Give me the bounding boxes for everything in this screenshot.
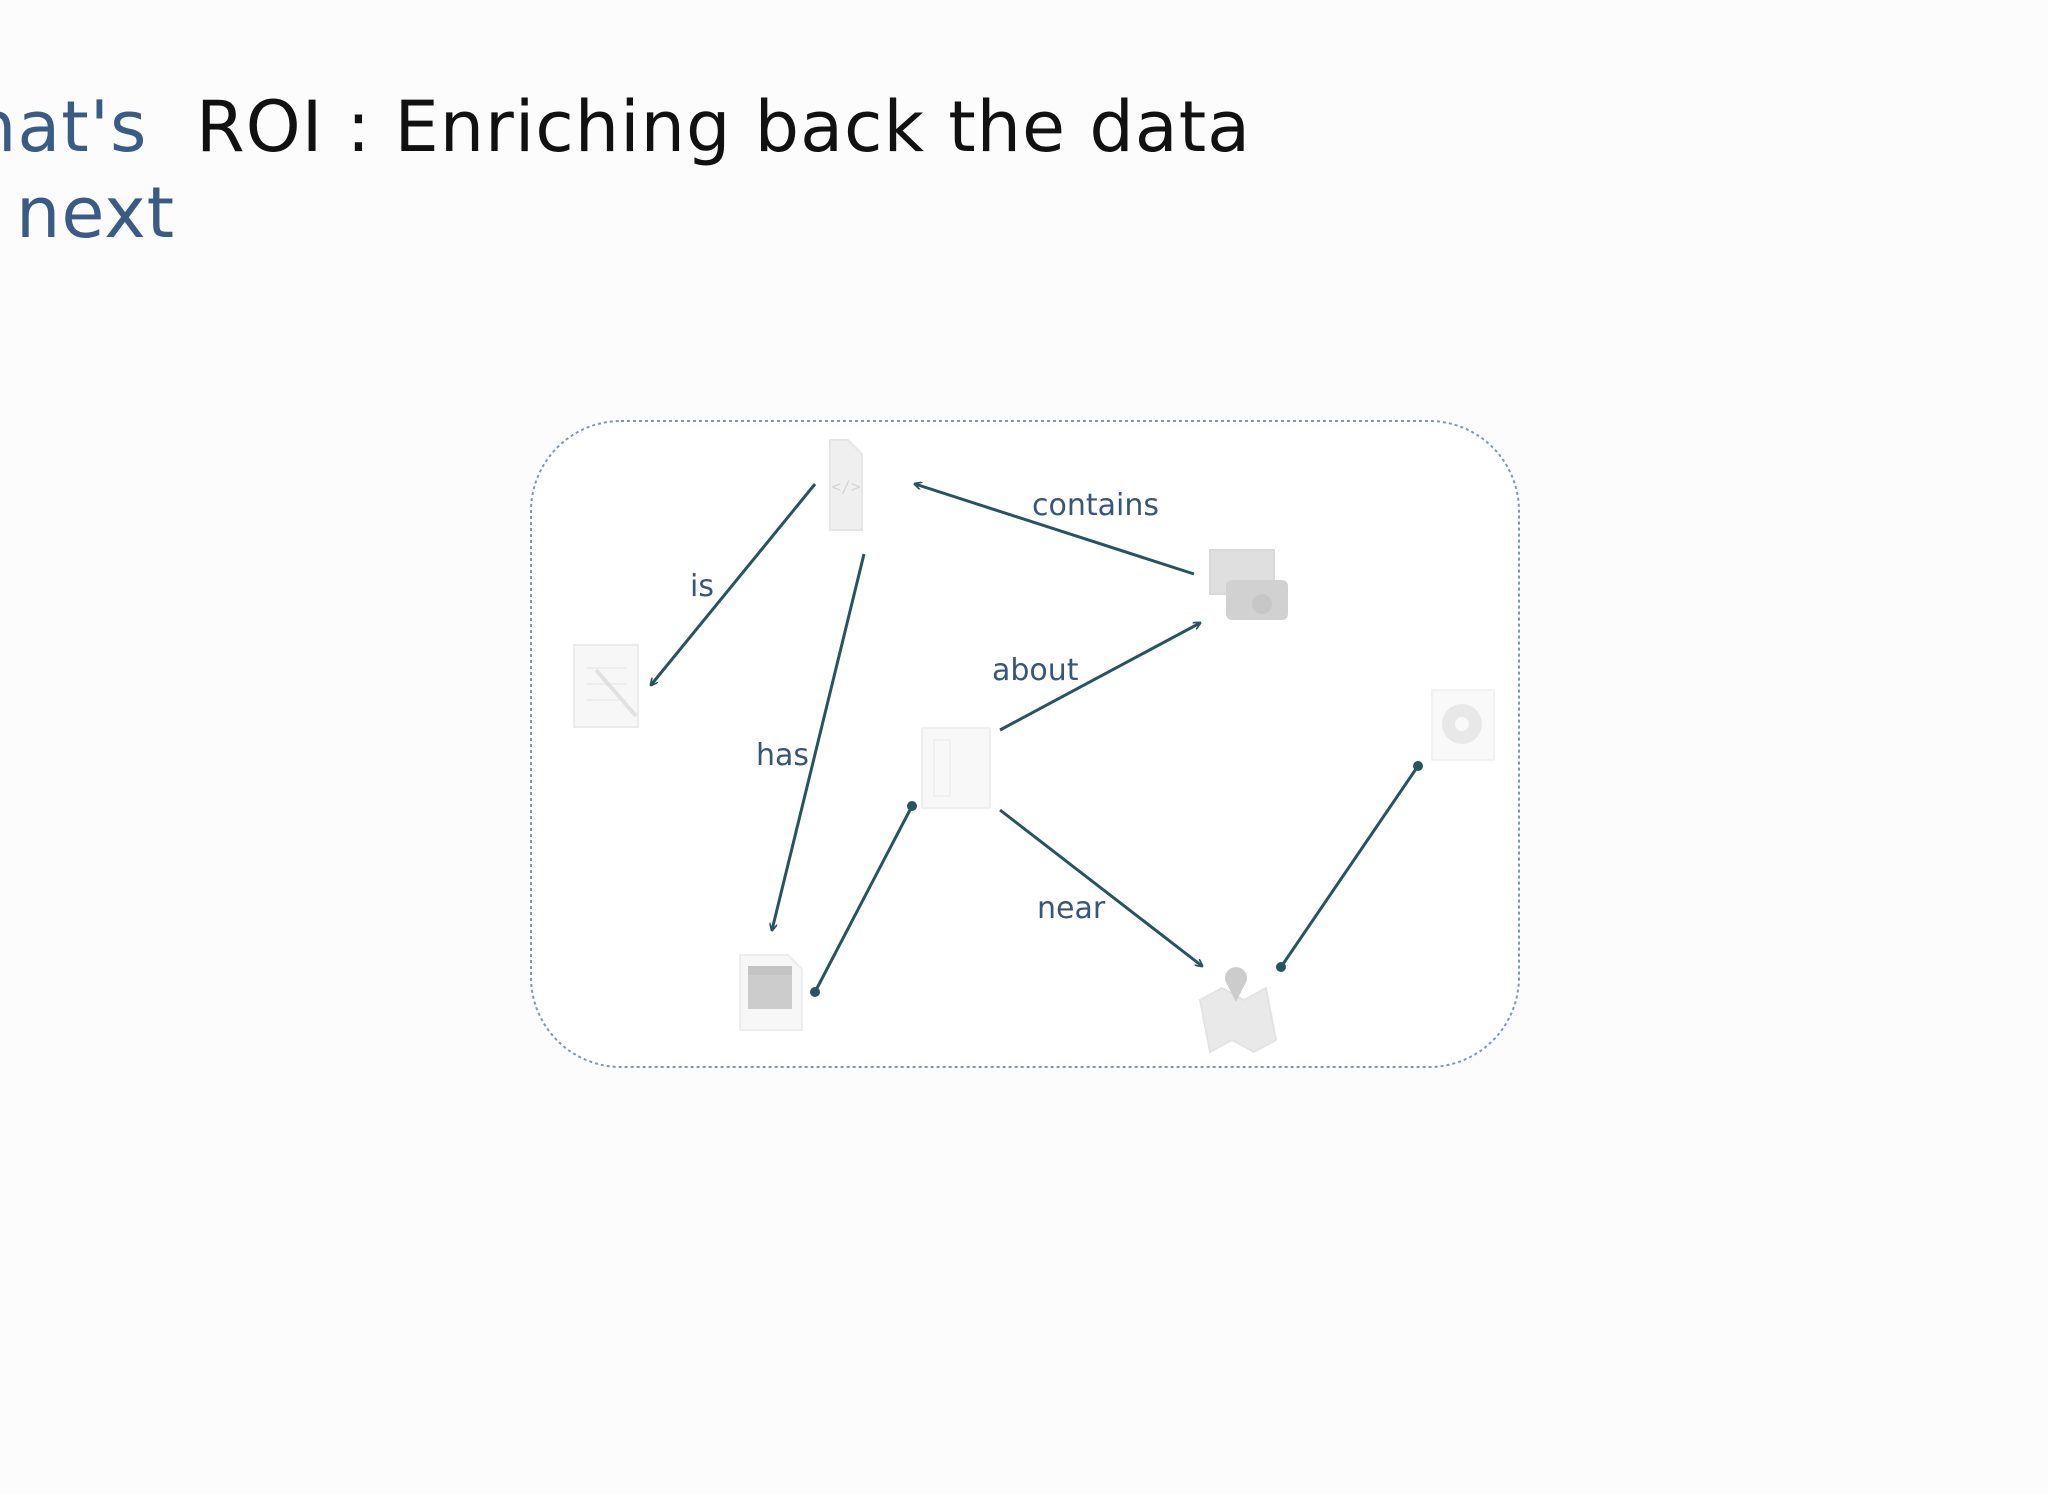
edge-label-has: has: [756, 738, 809, 773]
edge-label-about: about: [992, 653, 1079, 688]
edge-about: [999, 623, 1200, 732]
map-pin-icon: [1198, 967, 1278, 1054]
edge-contains: [915, 484, 1195, 576]
edge-endpoint: [1413, 761, 1423, 771]
svg-text:</>: </>: [832, 477, 861, 496]
photo-camera-icon: [1209, 549, 1288, 620]
edge-has: [772, 553, 866, 930]
film-clapper-icon: [739, 954, 803, 1031]
edge-label-is: is: [690, 569, 714, 604]
edge-video-page: [813, 805, 914, 993]
edge-label-near: near: [1037, 891, 1106, 926]
edge-is: [651, 483, 817, 685]
disc-icon: [1431, 689, 1495, 761]
edge-label-contains: contains: [1032, 488, 1159, 523]
page-title: ROI : Enriching back the data: [196, 86, 1252, 168]
nav-text-whats: hat's: [0, 86, 148, 168]
edge-near: [999, 808, 1202, 966]
edge-map-disc: [1279, 765, 1420, 968]
nav-text-next: next: [16, 172, 176, 254]
code-file-icon: </>: [829, 439, 863, 531]
edge-endpoint: [907, 801, 917, 811]
diagram-container: [530, 420, 1520, 1068]
pencil-document-icon: [573, 644, 639, 728]
edge-endpoint: [1276, 962, 1286, 972]
edge-endpoint: [810, 987, 820, 997]
document-icon: [921, 727, 991, 809]
